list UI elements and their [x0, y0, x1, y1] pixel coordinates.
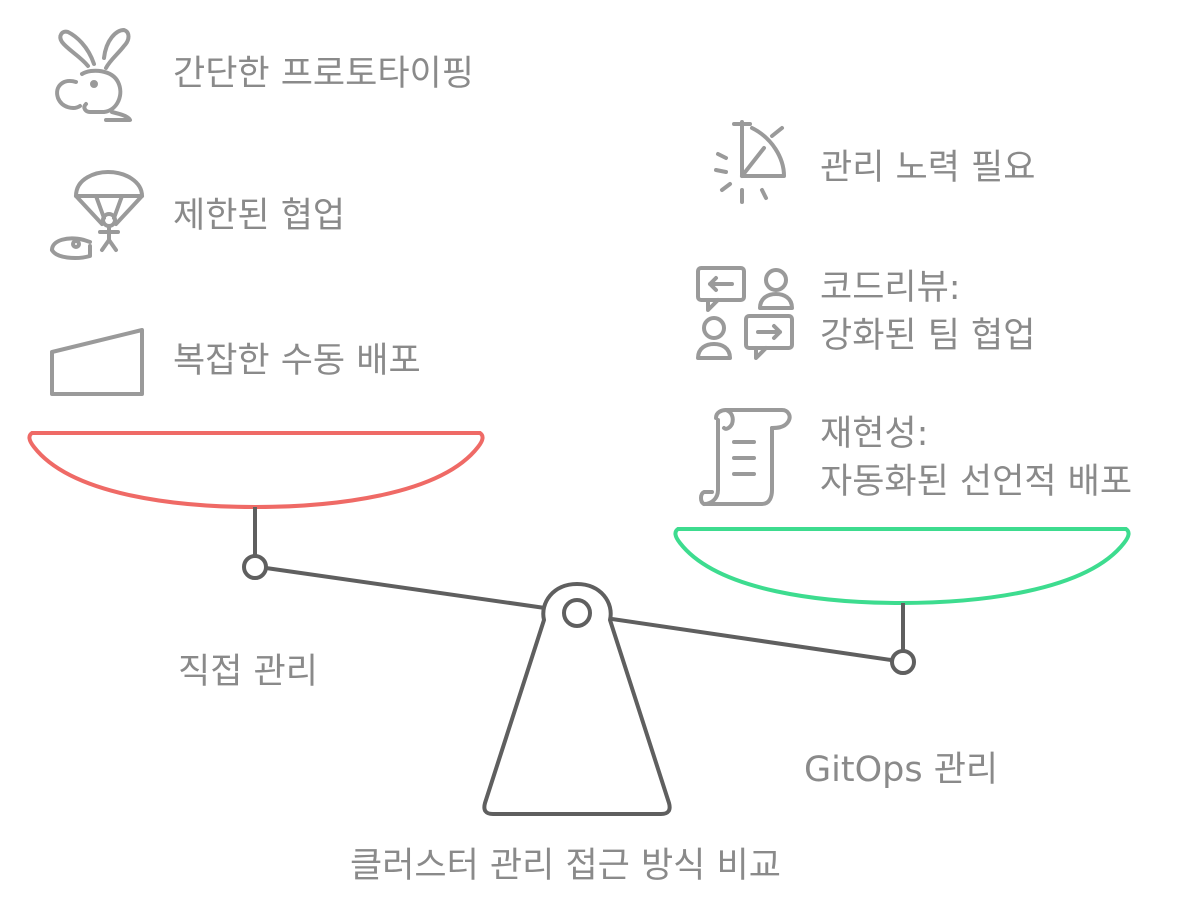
left-item-label-collaboration: 제한된 협업 [173, 196, 346, 236]
fulcrum [482, 582, 672, 816]
right-pan [673, 527, 1131, 606]
right-item-label-codereview-line2: 강화된 팀 협업 [820, 316, 1036, 356]
right-side-name: GitOps 관리 [804, 750, 999, 790]
left-item-label-deployment: 복잡한 수동 배포 [173, 341, 421, 381]
beam-left [265, 566, 546, 610]
left-item-label-prototyping: 간단한 프로토타이핑 [173, 54, 474, 94]
right-item-label-reproducibility-line2: 자동화된 선언적 배포 [820, 462, 1133, 502]
left-side-name: 직접 관리 [178, 652, 318, 692]
diagram-title: 클러스터 관리 접근 방식 비교 [350, 846, 781, 886]
scroll-icon [699, 408, 792, 506]
right-item-label-effort: 관리 노력 필요 [820, 148, 1036, 188]
left-joint [242, 554, 268, 580]
ramp-icon [50, 328, 144, 396]
beam-right [611, 617, 892, 662]
right-joint [890, 649, 916, 675]
team-chat-icon [696, 266, 794, 360]
left-pan [27, 431, 485, 510]
right-item-label-codereview-line1: 코드리뷰: [820, 268, 961, 308]
rabbit-icon [55, 28, 132, 122]
parachute-icon [50, 170, 144, 260]
protractor-icon [714, 120, 786, 204]
fulcrum-pivot [562, 598, 592, 628]
right-item-label-reproducibility-line1: 재현성: [820, 414, 929, 454]
